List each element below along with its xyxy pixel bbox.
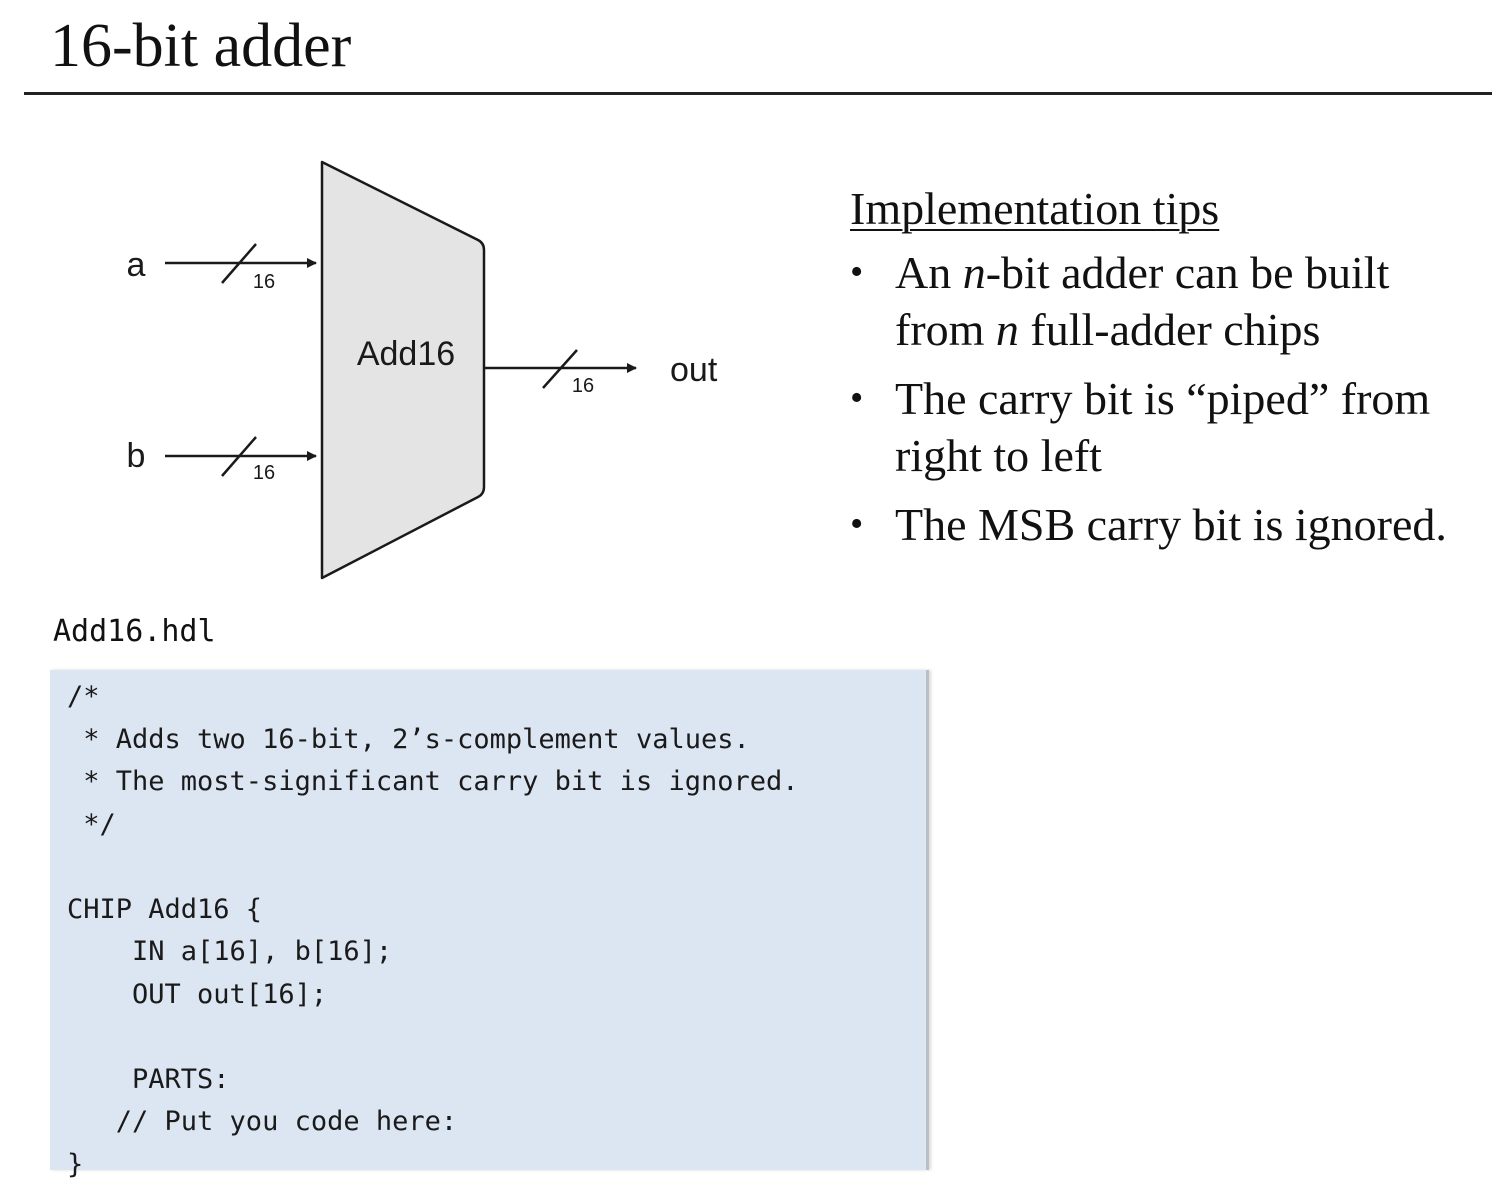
code-content: /* * Adds two 16-bit, 2’s-complement val…: [67, 676, 799, 1186]
slide-title: 16-bit adder: [50, 12, 352, 80]
code-line: // Put you code here:: [67, 1106, 458, 1137]
input-b-bus-slash: [221, 436, 257, 477]
bullet-icon: •: [850, 251, 864, 293]
chip-label: Add16: [357, 335, 455, 373]
input-a-label: a: [127, 246, 146, 284]
code-line: */: [67, 808, 116, 840]
input-a-bus-slash: [221, 243, 257, 284]
title-divider: [24, 92, 1492, 95]
code-line: * The most-significant carry bit is igno…: [67, 766, 799, 797]
code-line: CHIP Add16 {: [67, 893, 263, 925]
bullet-icon: •: [850, 503, 864, 545]
tips-list: •An n-bit adder can be built from n full…: [850, 244, 1490, 553]
code-line: /*: [67, 681, 100, 712]
bullet-icon: •: [850, 377, 864, 419]
code-line: }: [67, 1148, 84, 1180]
code-line: IN a[16], b[16];: [67, 936, 393, 967]
code-filename: Add16.hdl: [53, 614, 216, 649]
input-a-width: 16: [253, 271, 275, 293]
code-panel: /* * Adds two 16-bit, 2’s-complement val…: [50, 670, 929, 1180]
output-width: 16: [572, 375, 594, 397]
code-line: * Adds two 16-bit, 2’s-complement values…: [67, 723, 750, 755]
output-bus-slash: [542, 349, 578, 389]
code-line: OUT out[16];: [67, 978, 328, 1010]
tips-heading: Implementation tips: [850, 183, 1220, 234]
add16-chip-diagram: Add16 a 16 b 16 16 out: [127, 160, 718, 580]
input-b-label: b: [127, 437, 146, 475]
implementation-tips: Implementation tips •An n-bit adder can …: [850, 180, 1490, 565]
input-b-width: 16: [253, 462, 275, 484]
output-label: out: [670, 351, 718, 389]
code-line: PARTS:: [67, 1063, 230, 1095]
tip-item: •An n-bit adder can be built from n full…: [850, 244, 1490, 358]
tip-item: •The carry bit is “piped” from right to …: [850, 370, 1490, 484]
chip-body: [320, 160, 486, 580]
tip-item: •The MSB carry bit is ignored.: [850, 496, 1490, 553]
